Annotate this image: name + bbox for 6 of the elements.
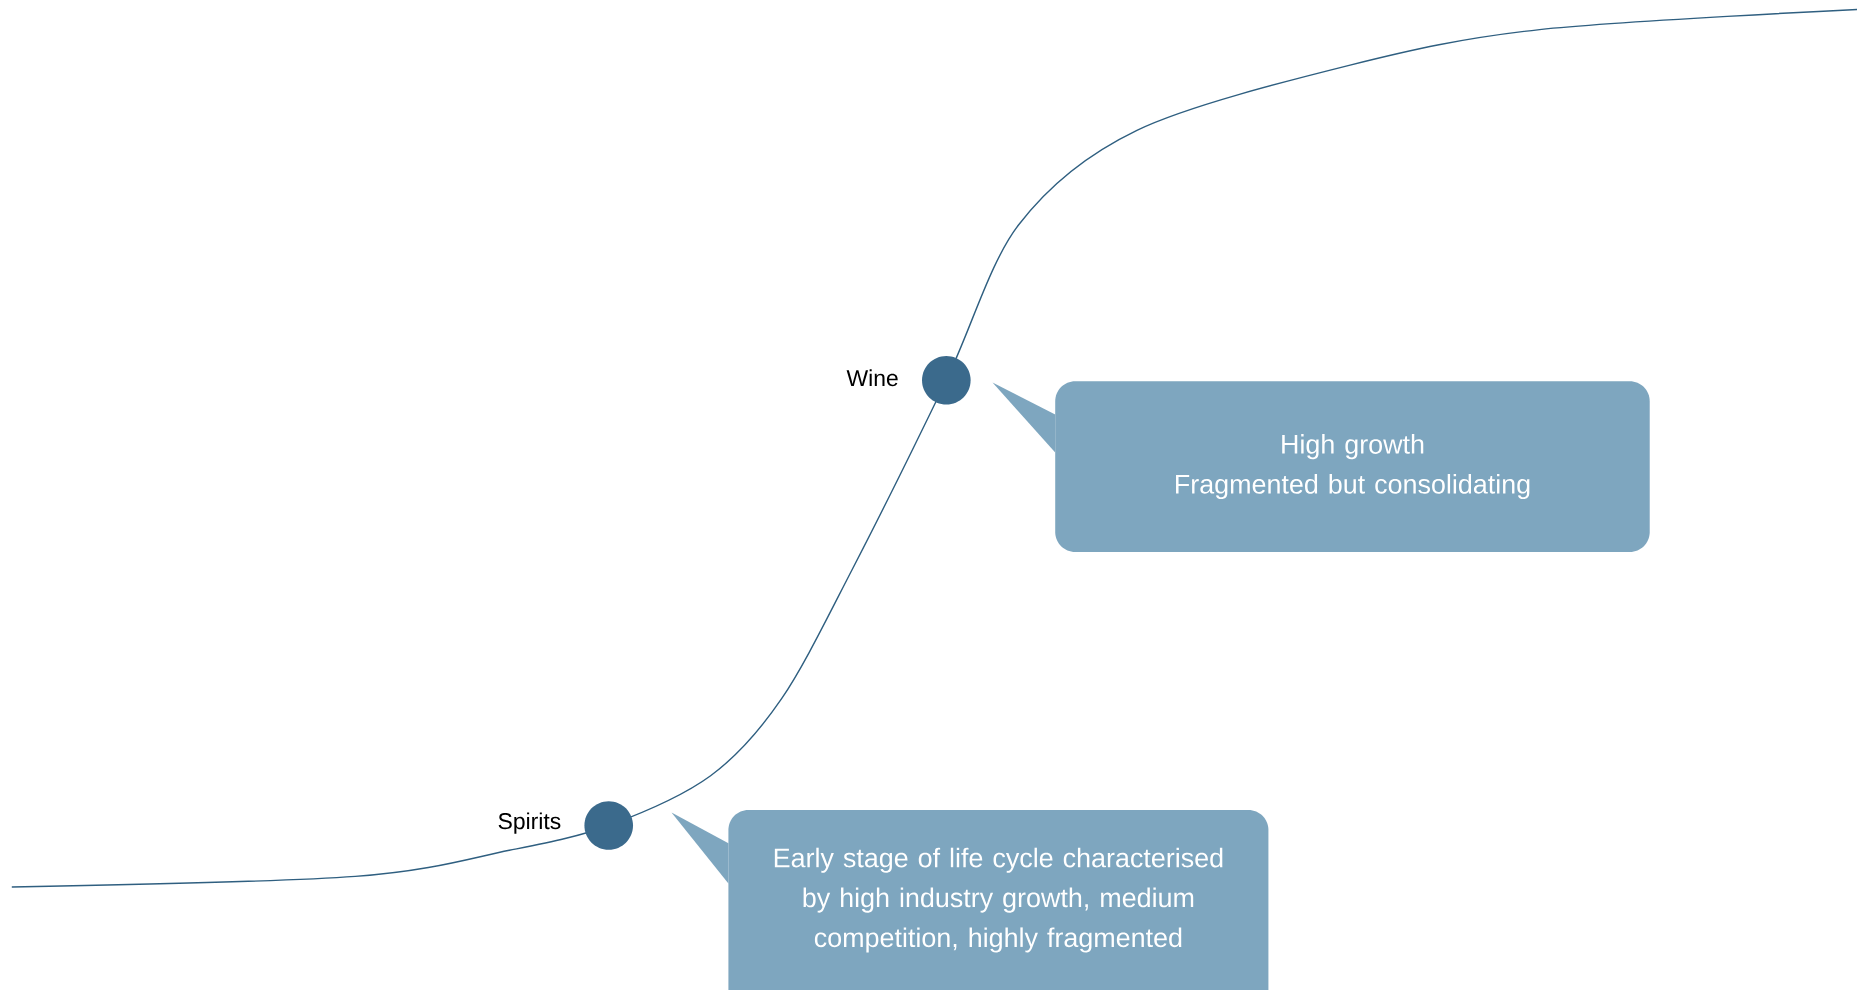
callout-box: Early stage of life cycle characterised by high industry growth, medium competition, highly fragmented [671,810,1269,990]
marker-dot [922,355,971,405]
marker-dot [584,801,633,850]
stage-label: Spirits [498,812,561,834]
callout-box: High growth Fragmented but consolidating [992,381,1650,552]
stage-label: Wine [846,369,898,387]
